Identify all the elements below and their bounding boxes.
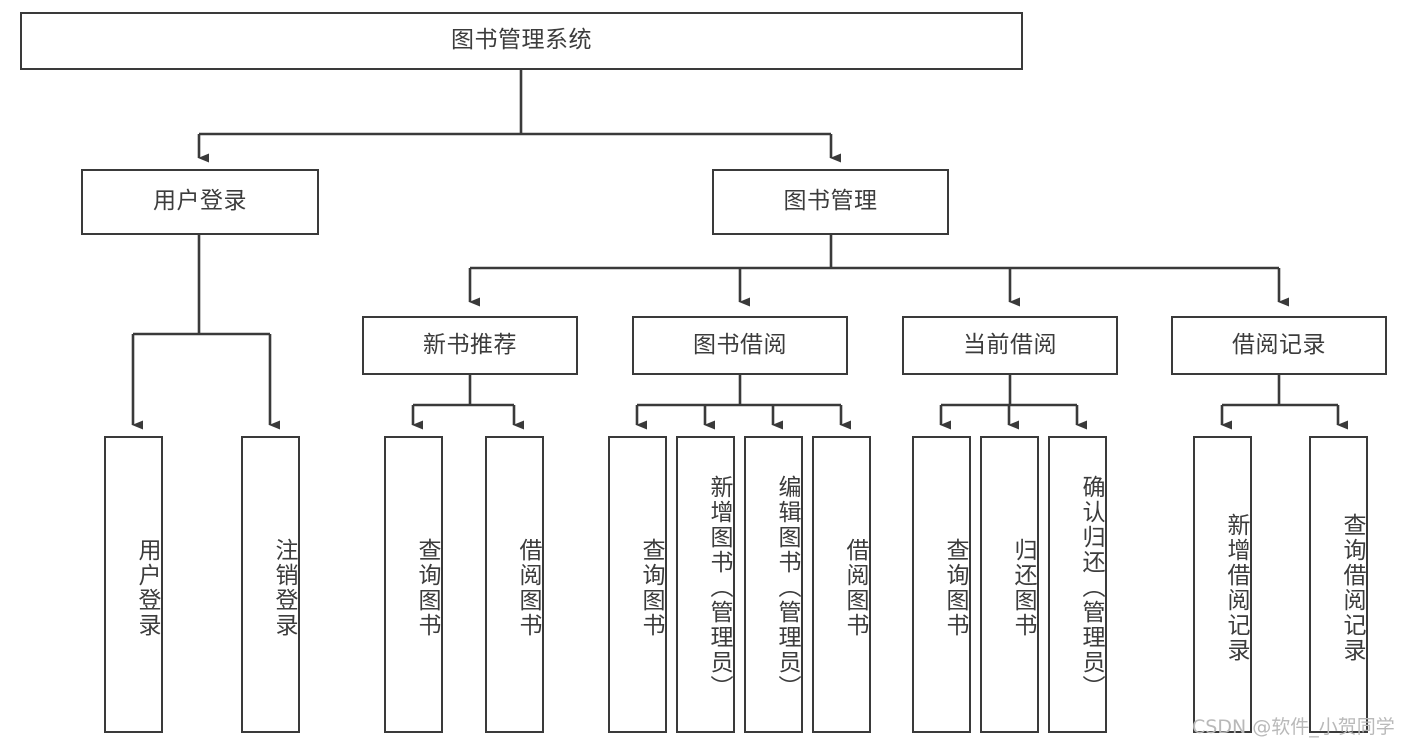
leaf-label: 确认归还（管理员） <box>1078 475 1104 700</box>
leaf-borrow-record-add[interactable]: 新增借阅记录 <box>1193 436 1252 733</box>
leaf-new-book-query[interactable]: 查询图书 <box>384 436 443 733</box>
leaf-current-borrow-return[interactable]: 归还图书 <box>980 436 1039 733</box>
leaf-label: 借阅图书 <box>515 537 541 638</box>
leaf-book-borrow-borrow[interactable]: 借阅图书 <box>812 436 871 733</box>
leaf-label: 注销登录 <box>271 537 297 638</box>
leaf-user-login-logout[interactable]: 注销登录 <box>241 436 300 733</box>
leaf-label: 查询图书 <box>414 537 440 638</box>
leaf-label: 用户登录 <box>134 537 160 638</box>
leaf-label: 归还图书 <box>1010 537 1036 638</box>
node-book-borrow[interactable]: 图书借阅 <box>632 316 848 375</box>
leaf-book-borrow-query[interactable]: 查询图书 <box>608 436 667 733</box>
leaf-label: 编辑图书（管理员） <box>774 475 800 700</box>
leaf-label: 查询图书 <box>638 537 664 638</box>
leaf-user-login-login[interactable]: 用户登录 <box>104 436 163 733</box>
leaf-borrow-record-query[interactable]: 查询借阅记录 <box>1309 436 1368 733</box>
leaf-label: 新增借阅记录 <box>1223 512 1249 663</box>
node-book-management[interactable]: 图书管理 <box>712 169 949 235</box>
node-root-system[interactable]: 图书管理系统 <box>20 12 1023 70</box>
leaf-current-borrow-confirm-return[interactable]: 确认归还（管理员） <box>1048 436 1107 733</box>
leaf-current-borrow-query[interactable]: 查询图书 <box>912 436 971 733</box>
csdn-watermark: CSDN @软件_小贺同学 <box>1192 716 1395 738</box>
leaf-label: 新增图书（管理员） <box>706 475 732 700</box>
node-new-book-recommend[interactable]: 新书推荐 <box>362 316 578 375</box>
leaf-book-borrow-add[interactable]: 新增图书（管理员） <box>676 436 735 733</box>
leaf-book-borrow-edit[interactable]: 编辑图书（管理员） <box>744 436 803 733</box>
node-user-login[interactable]: 用户登录 <box>81 169 319 235</box>
leaf-label: 查询借阅记录 <box>1339 512 1365 663</box>
node-borrow-record[interactable]: 借阅记录 <box>1171 316 1387 375</box>
leaf-new-book-borrow[interactable]: 借阅图书 <box>485 436 544 733</box>
leaf-label: 查询图书 <box>942 537 968 638</box>
leaf-label: 借阅图书 <box>842 537 868 638</box>
node-current-borrow[interactable]: 当前借阅 <box>902 316 1118 375</box>
